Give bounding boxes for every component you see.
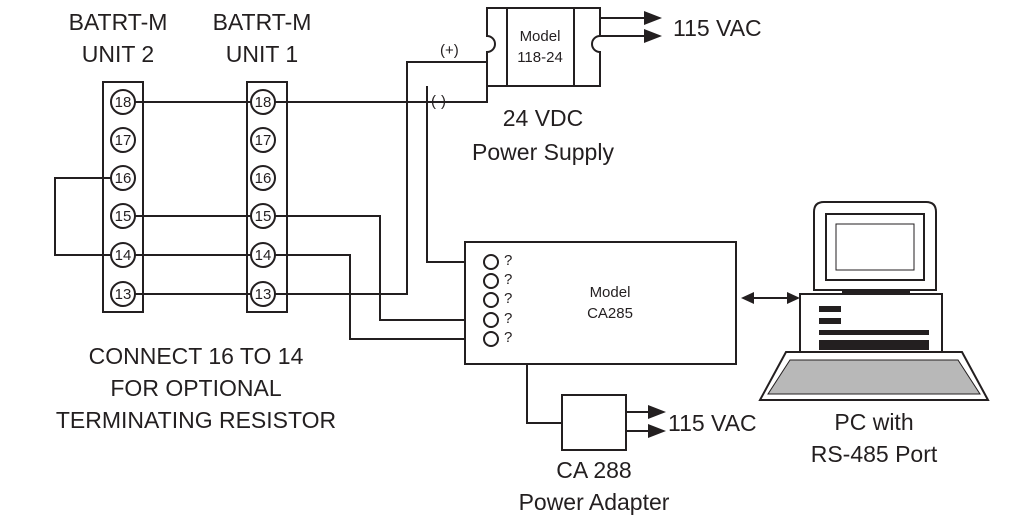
- wire-18-to-power-supply-minus: [275, 86, 488, 103]
- unit1-terminal-15: 15: [250, 203, 276, 229]
- svg-text:14: 14: [115, 247, 132, 264]
- ca285-module: [464, 241, 737, 365]
- unit2-title-line2: UNIT 2: [82, 41, 154, 67]
- note-line3: TERMINATING RESISTOR: [56, 407, 336, 433]
- svg-text:?: ?: [504, 290, 512, 307]
- unit1-terminal-14: 14: [250, 242, 276, 268]
- ca285-port-3: ?: [483, 290, 512, 308]
- adapter-title-line2: Power Adapter: [519, 489, 670, 515]
- ps-ac-label: 115 VAC: [673, 15, 762, 41]
- power-supply-model-line2: 118-24: [517, 49, 563, 66]
- ca285-port-5: ?: [483, 329, 512, 347]
- unit2-terminal-14: 14: [110, 242, 136, 268]
- power-supply-module: Model 118-24: [486, 7, 601, 87]
- minus-terminal-label: (-): [431, 93, 446, 110]
- power-supply-title-line1: 24 VDC: [503, 105, 584, 131]
- adapter-ac-label: 115 VAC: [668, 410, 757, 436]
- svg-text:14: 14: [255, 247, 272, 264]
- unit2-terminal-strip: [102, 81, 144, 313]
- ps-ac-arrow-2: [644, 29, 662, 43]
- ps-ac-arrow-1: [644, 11, 662, 25]
- unit1-terminal-strip: [246, 81, 288, 313]
- svg-text:13: 13: [115, 286, 132, 303]
- unit2-terminal-16: 16: [110, 165, 136, 191]
- svg-text:18: 18: [255, 94, 272, 111]
- ca285-port-1: ?: [483, 252, 512, 270]
- plus-terminal-label: (+): [440, 42, 459, 59]
- adapter-title-line1: CA 288: [556, 457, 631, 483]
- pc-label-line2: RS-485 Port: [811, 441, 938, 467]
- wire-jumper-16-to-14: [54, 177, 111, 256]
- wire-power-to-ca285: [426, 86, 483, 263]
- pc-link-arrow-left: [741, 292, 754, 304]
- svg-text:16: 16: [255, 170, 272, 187]
- svg-text:13: 13: [255, 286, 272, 303]
- ca285-port-4: ?: [483, 310, 512, 328]
- svg-text:17: 17: [255, 132, 272, 149]
- unit2-terminal-15: 15: [110, 203, 136, 229]
- svg-text:17: 17: [115, 132, 132, 149]
- unit1-terminal-16: 16: [250, 165, 276, 191]
- svg-text:?: ?: [504, 329, 512, 346]
- wire-ca285-to-adapter: [526, 364, 562, 424]
- svg-text:18: 18: [115, 94, 132, 111]
- svg-text:?: ?: [504, 252, 512, 269]
- unit1-title-line2: UNIT 1: [226, 41, 298, 67]
- svg-text:15: 15: [255, 208, 272, 225]
- unit2-terminal-18: 18: [110, 89, 136, 115]
- note-line2: FOR OPTIONAL: [110, 375, 281, 401]
- ca285-port-2: ?: [483, 271, 512, 289]
- ca285-model-line1: Model: [590, 284, 631, 301]
- unit1-terminal-18: 18: [250, 89, 276, 115]
- wire-14-to-ca285: [275, 254, 483, 340]
- wire-15-to-ca285: [275, 215, 483, 321]
- adapter-ac-arrow-1: [648, 405, 666, 419]
- ca285-model-line2: CA285: [587, 305, 633, 322]
- pc-computer-icon: [758, 201, 990, 401]
- unit1-terminal-17: 17: [250, 127, 276, 153]
- unit1-title-line1: BATRT-M: [213, 9, 312, 35]
- note-line1: CONNECT 16 TO 14: [89, 343, 304, 369]
- svg-text:15: 15: [115, 208, 132, 225]
- unit1-terminal-13: 13: [250, 281, 276, 307]
- power-supply-model-line1: Model: [520, 28, 561, 45]
- svg-text:16: 16: [115, 170, 132, 187]
- unit2-terminal-17: 17: [110, 127, 136, 153]
- power-supply-title-line2: Power Supply: [472, 139, 614, 165]
- adapter-ac-arrow-2: [648, 424, 666, 438]
- svg-text:?: ?: [504, 310, 512, 327]
- ca285-ports: ? ? ? ? ?: [483, 252, 512, 347]
- pc-link-arrow-right: [787, 292, 800, 304]
- unit1-terminals: 18 17 16 15 14 13: [250, 89, 276, 307]
- unit2-terminal-13: 13: [110, 281, 136, 307]
- svg-text:?: ?: [504, 271, 512, 288]
- unit2-title-line1: BATRT-M: [69, 9, 168, 35]
- wire-13-to-power-supply-plus: [275, 61, 487, 295]
- pc-label-line1: PC with: [834, 409, 913, 435]
- power-adapter-box: [561, 394, 627, 451]
